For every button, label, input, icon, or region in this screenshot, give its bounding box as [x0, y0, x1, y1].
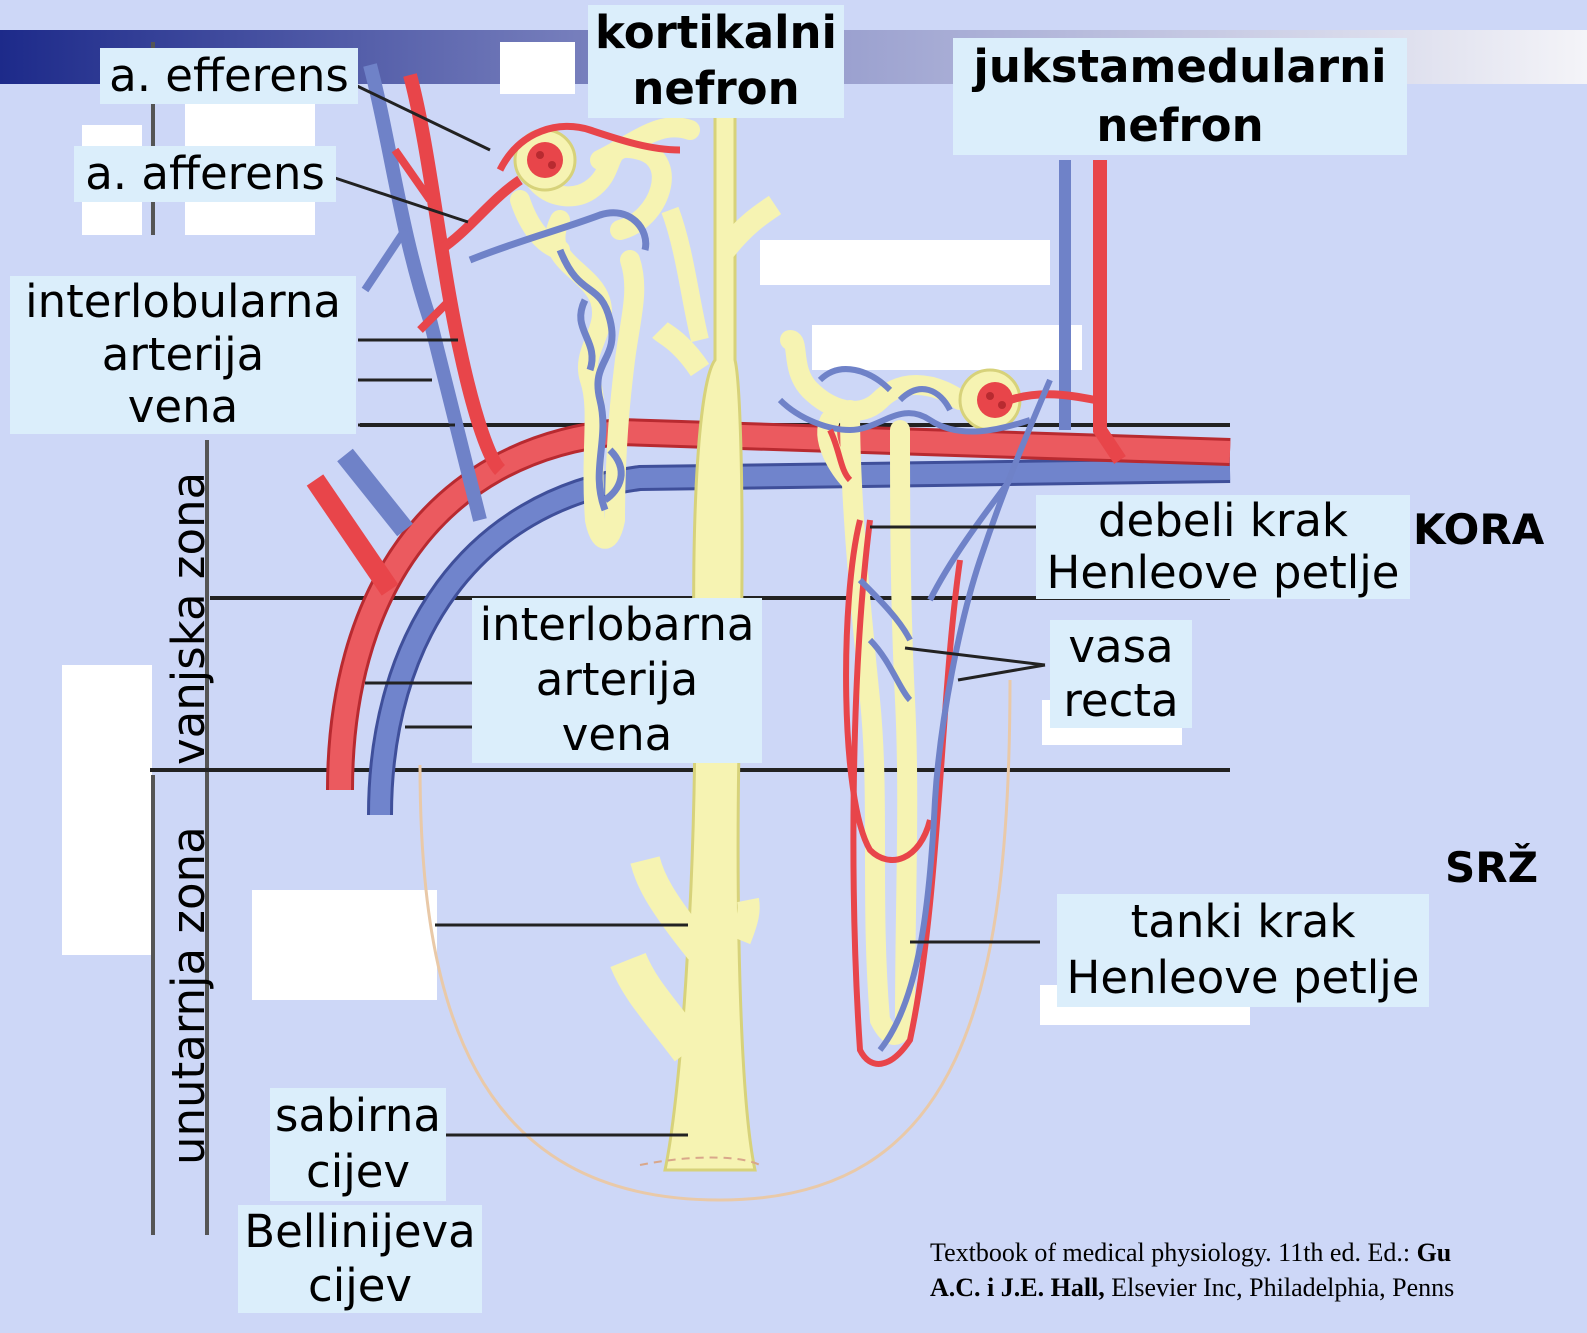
label-bellini-line-2: cijev: [238, 1259, 482, 1313]
region-medulla: SRŽ: [1445, 843, 1538, 892]
label-bellini-duct: Bellinijeva cijev: [238, 1205, 482, 1313]
label-thin-limb-line-1: tanki krak: [1057, 894, 1429, 950]
citation-line-1-bold: Gu: [1417, 1238, 1452, 1267]
title-juxta-line-1: jukstamedularni: [953, 38, 1407, 97]
label-efferent-arteriole: a. efferens: [100, 48, 358, 104]
region-inner-zone: unutarnja zona: [162, 826, 215, 1165]
label-collecting-duct-line-2: cijev: [270, 1144, 446, 1200]
label-interlobular-line-1: interlobularna: [10, 276, 356, 329]
title-juxtamedullary-nephron: jukstamedularni nefron: [953, 38, 1407, 155]
citation-line-2-text: Elsevier Inc, Philadelphia, Penns: [1105, 1273, 1454, 1302]
label-vasa-recta: vasa recta: [1050, 620, 1192, 728]
label-collecting-duct: sabirna cijev: [270, 1088, 446, 1201]
citation-line-2-bold: A.C. i J.E. Hall,: [930, 1273, 1105, 1302]
title-cortical-line-2: nefron: [588, 61, 844, 117]
region-outer-zone: vanjska zona: [162, 472, 215, 765]
label-bellini-line-1: Bellinijeva: [238, 1205, 482, 1259]
label-thick-limb-line-1: debeli krak: [1036, 495, 1410, 547]
label-interlobular-line-3: vena: [10, 381, 356, 434]
label-interlobar-line-2: arterija: [472, 653, 762, 708]
title-cortical-nephron: kortikalni nefron: [588, 5, 844, 118]
region-cortex: KORA: [1413, 505, 1544, 554]
title-juxta-line-2: nefron: [953, 97, 1407, 156]
label-vasa-recta-line-1: vasa: [1050, 620, 1192, 674]
label-interlobar-line-3: vena: [472, 708, 762, 763]
label-thin-limb-line-2: Henleove petlje: [1057, 950, 1429, 1006]
citation-line-2: A.C. i J.E. Hall, Elsevier Inc, Philadel…: [930, 1270, 1454, 1305]
label-thin-limb: tanki krak Henleove petlje: [1057, 894, 1429, 1007]
label-vasa-recta-line-2: recta: [1050, 674, 1192, 728]
citation-line-1-text: Textbook of medical physiology. 11th ed.…: [930, 1238, 1417, 1267]
label-interlobular-line-2: arterija: [10, 329, 356, 382]
label-interlobar: interlobarna arterija vena: [472, 598, 762, 763]
label-thick-limb-line-2: Henleove petlje: [1036, 547, 1410, 599]
label-thick-limb: debeli krak Henleove petlje: [1036, 495, 1410, 599]
citation-line-1: Textbook of medical physiology. 11th ed.…: [930, 1235, 1454, 1270]
label-collecting-duct-line-1: sabirna: [270, 1088, 446, 1144]
label-interlobar-line-1: interlobarna: [472, 598, 762, 653]
label-afferent-arteriole: a. afferens: [74, 146, 336, 202]
citation: Textbook of medical physiology. 11th ed.…: [930, 1235, 1454, 1305]
label-interlobular: interlobularna arterija vena: [10, 276, 356, 434]
title-cortical-line-1: kortikalni: [588, 5, 844, 61]
